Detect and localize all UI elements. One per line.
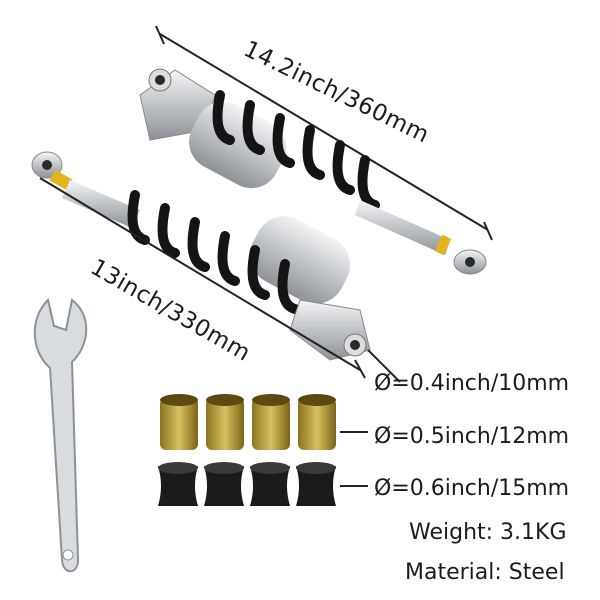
- brass-bushings: [160, 394, 336, 450]
- material-label: Material: Steel: [405, 560, 565, 585]
- dimension-line-short: [39, 177, 366, 379]
- shock-absorber-rear: [139, 68, 487, 275]
- pointer-line-small: [367, 349, 401, 383]
- weight-label: Weight: 3.1KG: [409, 520, 567, 545]
- diameter-small-label: Ø=0.4inch/10mm: [374, 371, 570, 396]
- shock-absorber-front: [31, 151, 371, 361]
- spanner-wrench-icon: [33, 298, 88, 573]
- diameter-medium-label: Ø=0.5inch/12mm: [374, 424, 570, 449]
- diameter-large-label: Ø=0.6inch/15mm: [374, 476, 570, 501]
- rubber-bushings: [158, 462, 336, 506]
- dimension-line-long: [155, 25, 493, 241]
